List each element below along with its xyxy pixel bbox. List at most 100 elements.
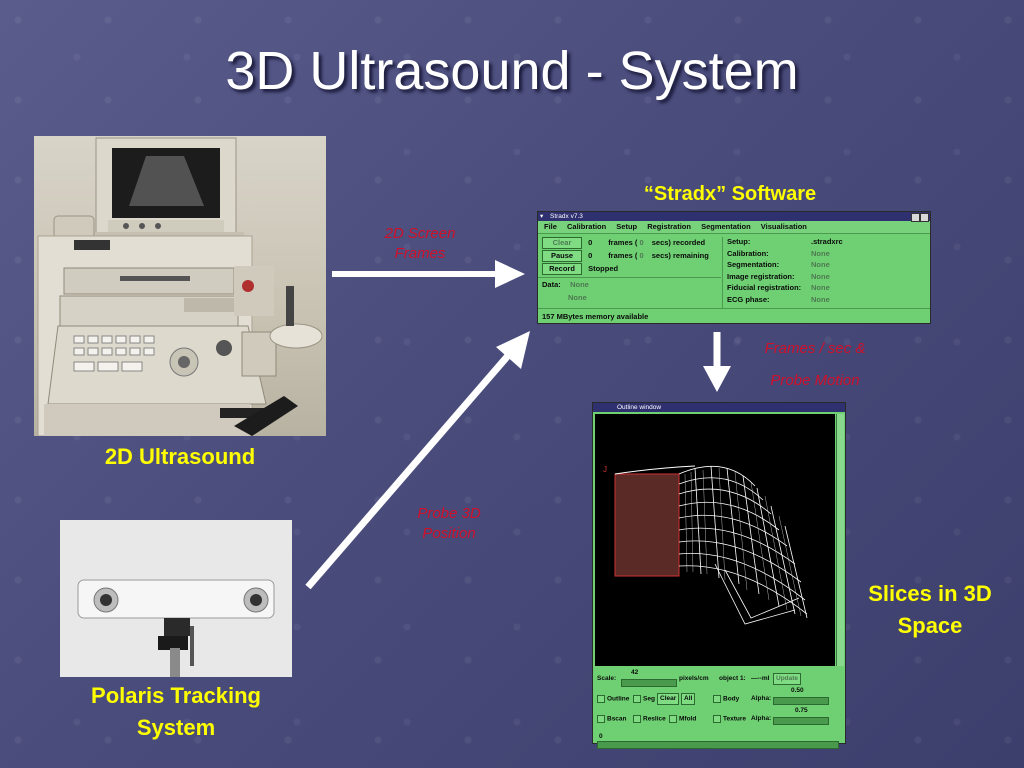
recorded-secs-value: 0 xyxy=(639,238,644,247)
polaris-label: Polaris Tracking System xyxy=(60,680,292,744)
bscan-checkbox[interactable] xyxy=(597,715,605,723)
record-button[interactable]: Record xyxy=(542,263,582,275)
outline-window: Outline window xyxy=(592,402,846,749)
ultrasound-label: 2D Ultrasound xyxy=(104,444,256,469)
outline-checkbox-label: Outline xyxy=(607,695,630,703)
clear-button[interactable]: Clear xyxy=(542,237,582,249)
data-label: Data: xyxy=(542,280,561,289)
window-menu-icon[interactable]: ▾ xyxy=(540,213,544,220)
texture-checkbox[interactable] xyxy=(713,715,721,723)
menu-segmentation[interactable]: Segmentation xyxy=(701,222,751,231)
frames-motion-arrow xyxy=(703,332,731,392)
probe-position-arrow xyxy=(305,331,530,590)
fiducial-registration-label: Fiducial registration: xyxy=(727,283,802,292)
recorded-count: 0 xyxy=(588,238,593,247)
image-registration-value: None xyxy=(811,271,830,281)
screen-frames-label: 2D Screen Frames xyxy=(360,224,480,264)
remaining-secs-value: 0 xyxy=(639,251,644,260)
svg-text:J: J xyxy=(603,465,607,474)
polaris-label-line2: System xyxy=(136,715,216,740)
image-registration-label: Image registration: xyxy=(727,271,795,281)
object-label: object 1: xyxy=(719,675,746,682)
scale-slider[interactable] xyxy=(621,679,677,687)
body-alpha-label: Alpha: xyxy=(751,695,772,702)
stradx-controls: Clear 0 frames ( 0 secs) recorded Pause … xyxy=(542,237,722,276)
data-value-1: None xyxy=(570,280,589,289)
record-status: Stopped xyxy=(588,264,619,273)
fiducial-registration-value: None xyxy=(811,283,830,292)
slices-label-line2: Space xyxy=(897,613,963,638)
menu-visualisation[interactable]: Visualisation xyxy=(760,222,807,231)
object-value: —--ml xyxy=(751,675,770,682)
screen-frames-arrow xyxy=(332,260,525,288)
ecg-phase-value: None xyxy=(811,294,830,304)
outline-title: Outline window xyxy=(617,404,662,411)
menu-setup[interactable]: Setup xyxy=(616,222,638,231)
setup-panel: Setup:.stradxrc Calibration:None Segment… xyxy=(722,237,930,308)
minimize-icon[interactable] xyxy=(911,213,920,222)
frames-motion-label: Frames / sec & Probe Motion xyxy=(740,333,890,397)
scale-label: Scale: xyxy=(597,675,617,682)
texture-alpha-value: 0.75 xyxy=(795,707,808,714)
data-panel: Data: None None xyxy=(538,277,721,304)
texture-alpha-slider[interactable] xyxy=(773,717,829,725)
calibration-value: None xyxy=(811,248,830,258)
setup-label: Setup: xyxy=(727,237,751,246)
setup-value: .stradxrc xyxy=(811,237,843,246)
stradx-window: ▾ Stradx v7.3 File Calibration Setup Reg… xyxy=(537,211,931,324)
menu-file[interactable]: File xyxy=(544,222,557,231)
stradx-titlebar[interactable]: ▾ Stradx v7.3 xyxy=(538,212,930,222)
polaris-tracker-photo xyxy=(60,520,292,677)
body-alpha-slider[interactable] xyxy=(773,697,829,705)
slices-label: Slices in 3D Space xyxy=(850,578,1010,642)
screen-frames-label-line1: 2D Screen xyxy=(384,225,456,242)
ultrasound-machine-photo xyxy=(34,136,326,436)
bottom-value: 0 xyxy=(599,733,603,740)
maximize-icon[interactable] xyxy=(920,213,929,222)
outline-controls: Scale: 42 pixels/cm object 1: —--ml Upda… xyxy=(595,669,843,749)
remaining-frames-text: frames ( xyxy=(608,251,638,260)
outline-scrollbar[interactable] xyxy=(836,414,844,666)
recorded-secs-text: secs) recorded xyxy=(651,238,706,247)
frames-motion-label-line1: Frames / sec & xyxy=(764,340,866,357)
pause-button[interactable]: Pause xyxy=(542,250,582,262)
scale-units: pixels/cm xyxy=(679,675,709,682)
mfold-checkbox[interactable] xyxy=(669,715,677,723)
outline-checkbox[interactable] xyxy=(597,695,605,703)
update-button[interactable]: Update xyxy=(773,673,802,685)
segmentation-value: None xyxy=(811,260,830,269)
screen-frames-label-line2: Frames xyxy=(394,245,446,262)
outline-titlebar[interactable]: Outline window xyxy=(593,403,845,412)
calibration-label: Calibration: xyxy=(727,248,769,258)
outline-3d-canvas[interactable]: J xyxy=(595,414,835,666)
remaining-secs-text: secs) remaining xyxy=(651,251,709,260)
clear-outline-button[interactable]: Clear xyxy=(657,693,680,705)
probe-position-label-line1: Probe 3D xyxy=(417,505,481,522)
bottom-slider[interactable] xyxy=(597,741,839,749)
slide-title: 3D Ultrasound - System xyxy=(225,41,799,101)
all-button[interactable]: All xyxy=(681,693,696,705)
remaining-count: 0 xyxy=(588,251,593,260)
body-alpha-value: 0.50 xyxy=(791,687,804,694)
slices-label-line1: Slices in 3D xyxy=(868,581,992,606)
menu-calibration[interactable]: Calibration xyxy=(567,222,607,231)
frames-motion-label-line2: Probe Motion xyxy=(770,372,860,389)
ecg-phase-label: ECG phase: xyxy=(727,294,770,304)
seg-checkbox-label: Seg xyxy=(643,695,655,703)
menu-registration[interactable]: Registration xyxy=(647,222,691,231)
body-checkbox[interactable] xyxy=(713,695,721,703)
recorded-frames-text: frames ( xyxy=(608,238,638,247)
reslice-checkbox[interactable] xyxy=(633,715,641,723)
bscan-checkbox-label: Bscan xyxy=(607,715,627,723)
polaris-label-line1: Polaris Tracking xyxy=(91,683,261,708)
data-value-2: None xyxy=(568,293,587,302)
mfold-checkbox-label: Mfold xyxy=(679,715,697,723)
stradx-software-label: “Stradx” Software xyxy=(643,183,817,205)
texture-checkbox-label: Texture xyxy=(723,715,746,723)
seg-checkbox[interactable] xyxy=(633,695,641,703)
stradx-title: Stradx v7.3 xyxy=(550,213,583,220)
stradx-menubar: File Calibration Setup Registration Segm… xyxy=(538,221,930,234)
body-checkbox-label: Body xyxy=(723,695,740,703)
memory-status: 157 MBytes memory available xyxy=(538,308,930,323)
probe-position-label: Probe 3D Position xyxy=(392,504,506,544)
